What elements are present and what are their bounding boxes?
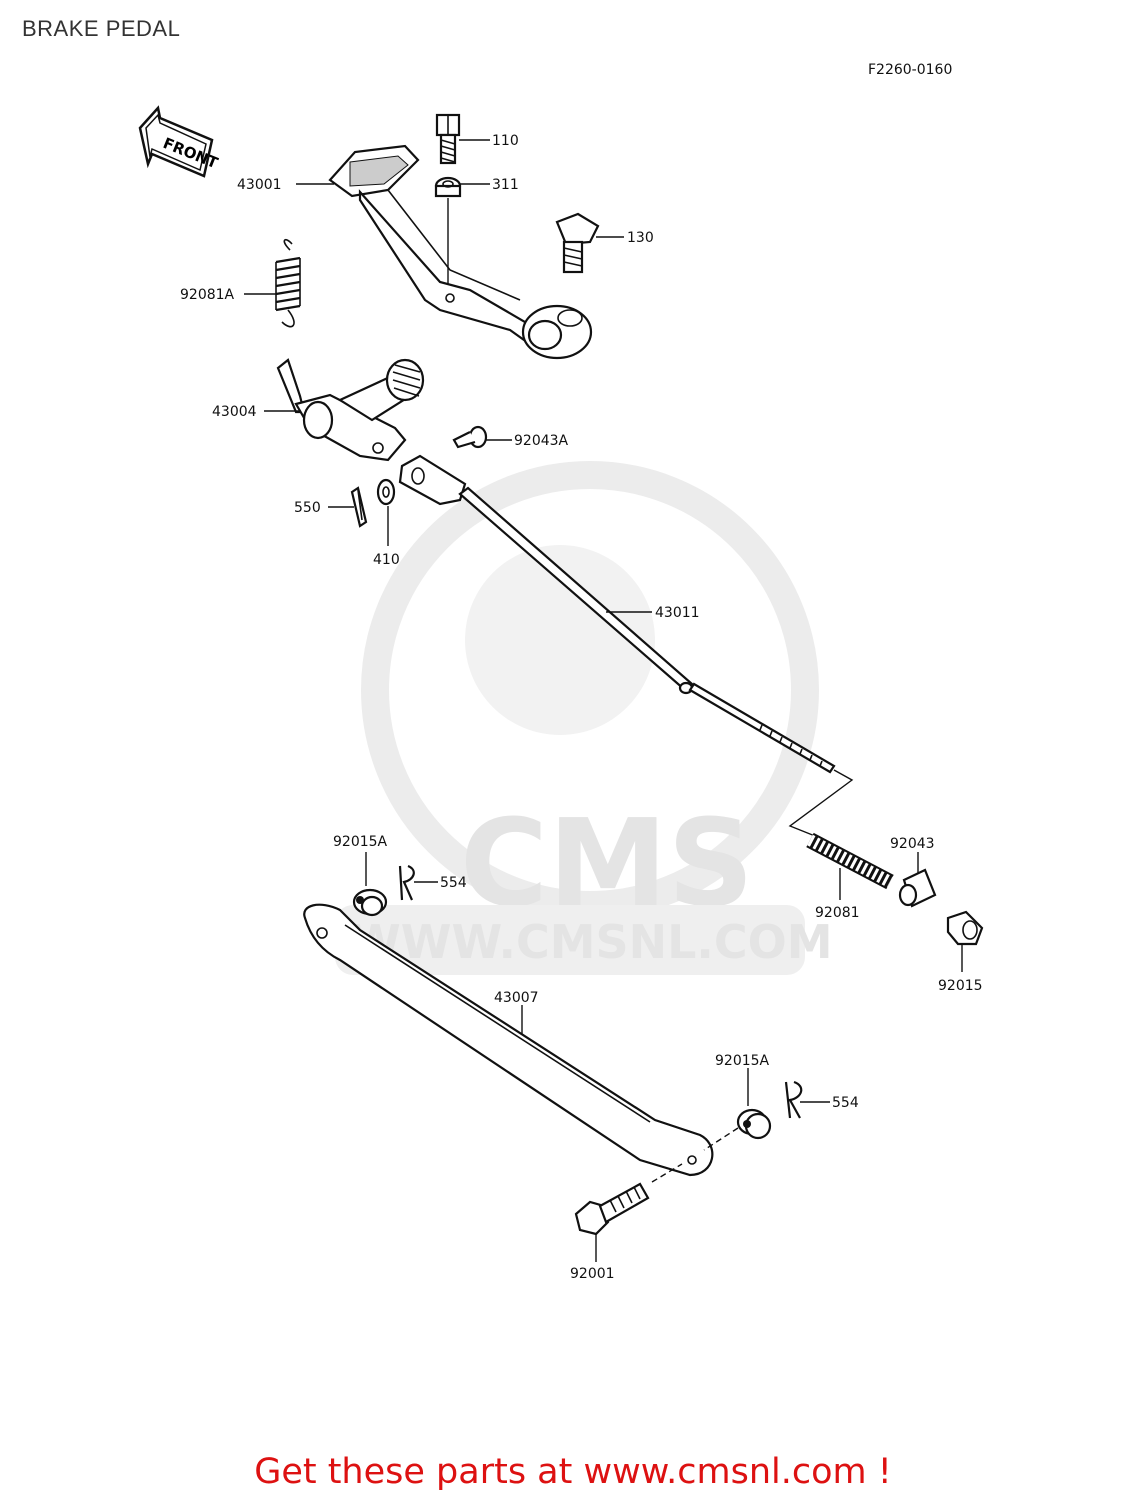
label-554-bottom: 554 [832,1095,859,1111]
bushing-92015A-top-icon [352,888,388,917]
label-110: 110 [492,133,519,149]
pin-92043A-icon [452,425,488,449]
label-92043A: 92043A [514,433,569,449]
brake-rod-43011-icon [398,454,854,839]
brake-shaft-43004-icon [276,358,425,462]
label-92081: 92081 [815,905,860,921]
bolt-130-icon [555,212,600,274]
washer-410-icon [376,478,396,506]
page-title: BRAKE PEDAL [22,16,181,41]
label-92015: 92015 [938,978,983,994]
cotter-pin-550-icon [350,486,368,528]
label-43001: 43001 [237,177,282,193]
label-92001: 92001 [570,1266,615,1282]
label-43007: 43007 [494,990,539,1006]
bolt-110-icon [435,113,461,165]
brake-pedal-43001-icon [328,144,593,360]
label-43004: 43004 [212,404,257,420]
bolt-92001-icon [574,1163,683,1236]
label-43011: 43011 [655,605,700,621]
nut-311-icon [434,176,462,198]
label-92015A-top: 92015A [333,834,388,850]
spring-92081-icon [806,832,894,890]
watermark-url: WWW.CMSNL.COM [350,915,833,969]
front-arrow-icon: FRONT [138,105,221,178]
label-130: 130 [627,230,654,246]
link-rod-43007-icon [303,903,714,1177]
label-92081A: 92081A [180,287,235,303]
label-311: 311 [492,177,519,193]
figure-code: F2260-0160 [868,62,952,78]
bushing-92015A-bottom-icon [736,1108,772,1140]
collar-92043-icon [898,868,937,908]
clip-554-bottom-icon [784,1080,803,1119]
label-550: 550 [294,500,321,516]
nut-92015-icon [946,910,984,946]
label-92043: 92043 [890,836,935,852]
label-554-top: 554 [440,875,467,891]
clip-554-top-icon [398,864,415,901]
watermark: CMS WWW.CMSNL.COM [335,461,833,975]
get-parts-link[interactable]: Get these parts at www.cmsnl.com ! [254,1452,892,1492]
label-410: 410 [373,552,400,568]
spring-92081A-icon [275,238,301,328]
label-92015A-bottom: 92015A [715,1053,770,1069]
